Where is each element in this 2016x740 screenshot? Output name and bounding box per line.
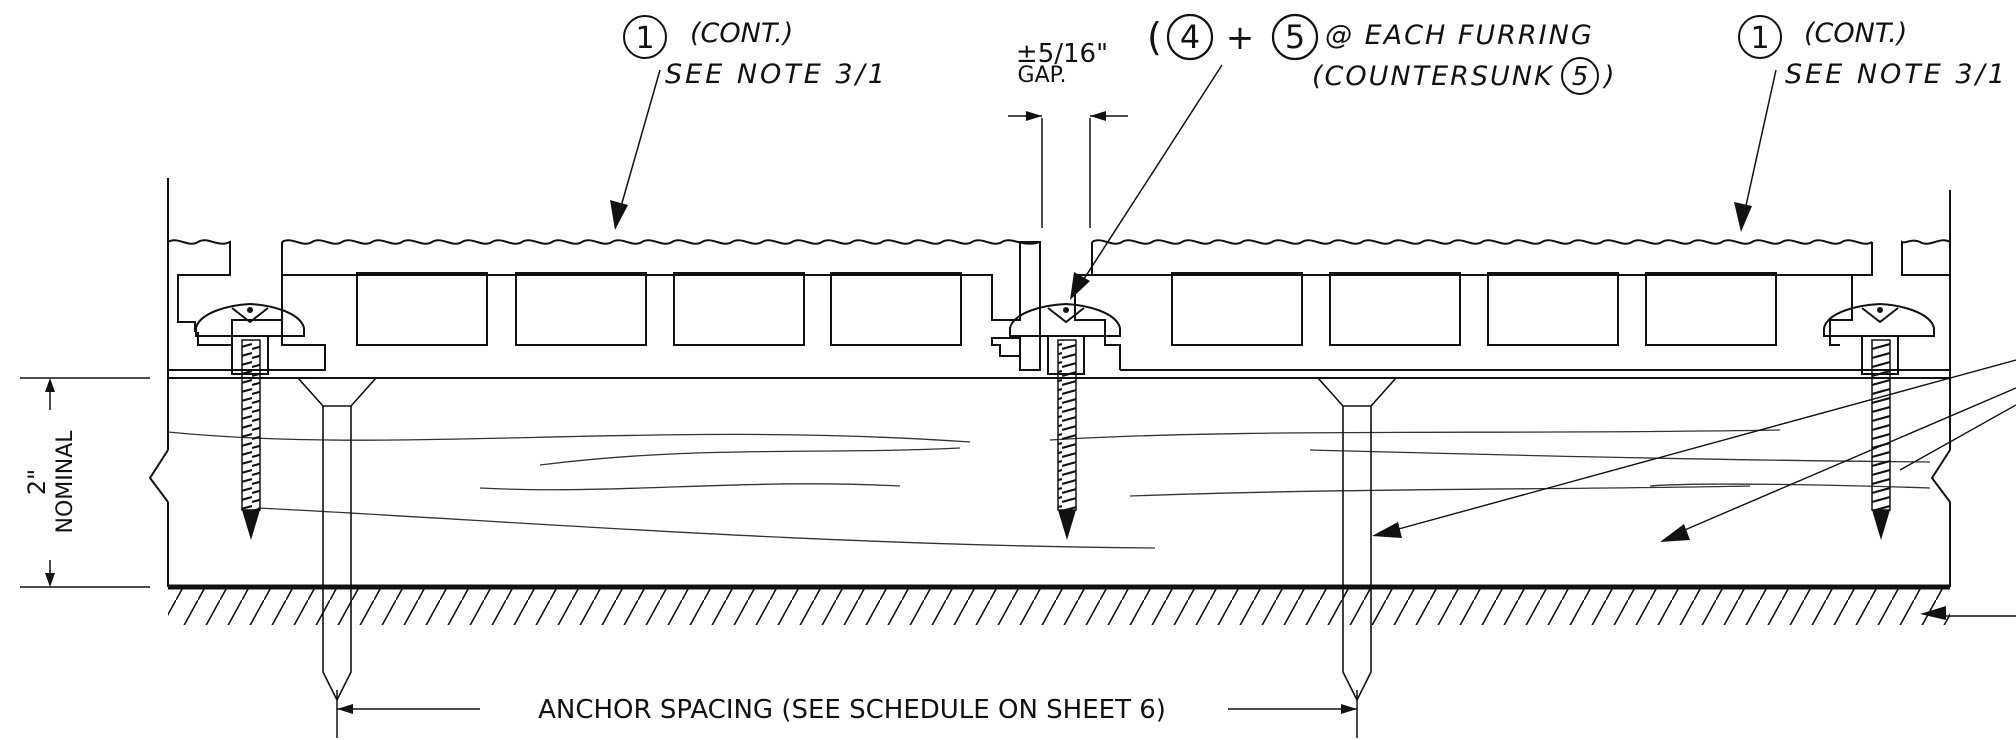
deck-board-right (1074, 239, 1950, 371)
callout-fastener: ( 4 + 5 @ EACH FURRING (COUNTERSUNK 5 ) (1070, 13, 1615, 300)
deck-board-left (168, 239, 1041, 371)
callout-left-cont: (CONT.) (690, 18, 793, 49)
callout-left-number: 1 (635, 21, 654, 56)
callout-right-number: 1 (1750, 21, 1769, 56)
gap-label: GAP. (1018, 63, 1067, 88)
fastener-plus: + (1226, 18, 1255, 58)
concrete-anchor-center (1317, 377, 1397, 702)
wood-grain (167, 429, 1931, 549)
callout-right: 1 (CONT.) SEE NOTE 3/1 (1734, 15, 2008, 232)
fastener-open-paren: ( (1147, 15, 1162, 59)
screw-center (1009, 302, 1121, 540)
fastener-number-a: 4 (1180, 18, 1200, 56)
screw-right (1823, 302, 1935, 540)
callout-left: 1 (CONT.) SEE NOTE 3/1 (610, 15, 888, 230)
gap-value: ±5/16" (1016, 39, 1108, 69)
deck-boards (167, 178, 1951, 378)
concrete-anchor-left (297, 377, 377, 702)
fastener-number-b: 5 (1285, 18, 1305, 56)
anchor-spacing-dimension: ANCHOR SPACING (SEE SCHEDULE ON SHEET 6) (336, 690, 1358, 738)
callout-left-note: SEE NOTE 3/1 (665, 59, 888, 90)
callout-right-cont: (CONT.) (1804, 18, 1907, 49)
anchor-spacing-label: ANCHOR SPACING (SEE SCHEDULE ON SHEET 6) (538, 695, 1166, 725)
offpage-leaders (1372, 359, 2016, 620)
fastener-line1: @ EACH FURRING (1325, 20, 1594, 51)
height-label: NOMINAL (53, 430, 78, 534)
fastener-line2-number: 5 (1572, 62, 1589, 92)
gap-dimension: ±5/16" GAP. (1008, 39, 1128, 228)
height-dimension: 2" NOMINAL (20, 377, 150, 588)
concrete-slab (168, 584, 1950, 625)
callout-right-note: SEE NOTE 3/1 (1785, 59, 2008, 90)
height-value: 2" (23, 469, 51, 495)
wood-furring (148, 377, 1951, 587)
fastener-line2-suffix: ) (1602, 61, 1615, 92)
screw-left (195, 302, 305, 540)
fastener-line2-prefix: (COUNTERSUNK (1312, 61, 1554, 92)
